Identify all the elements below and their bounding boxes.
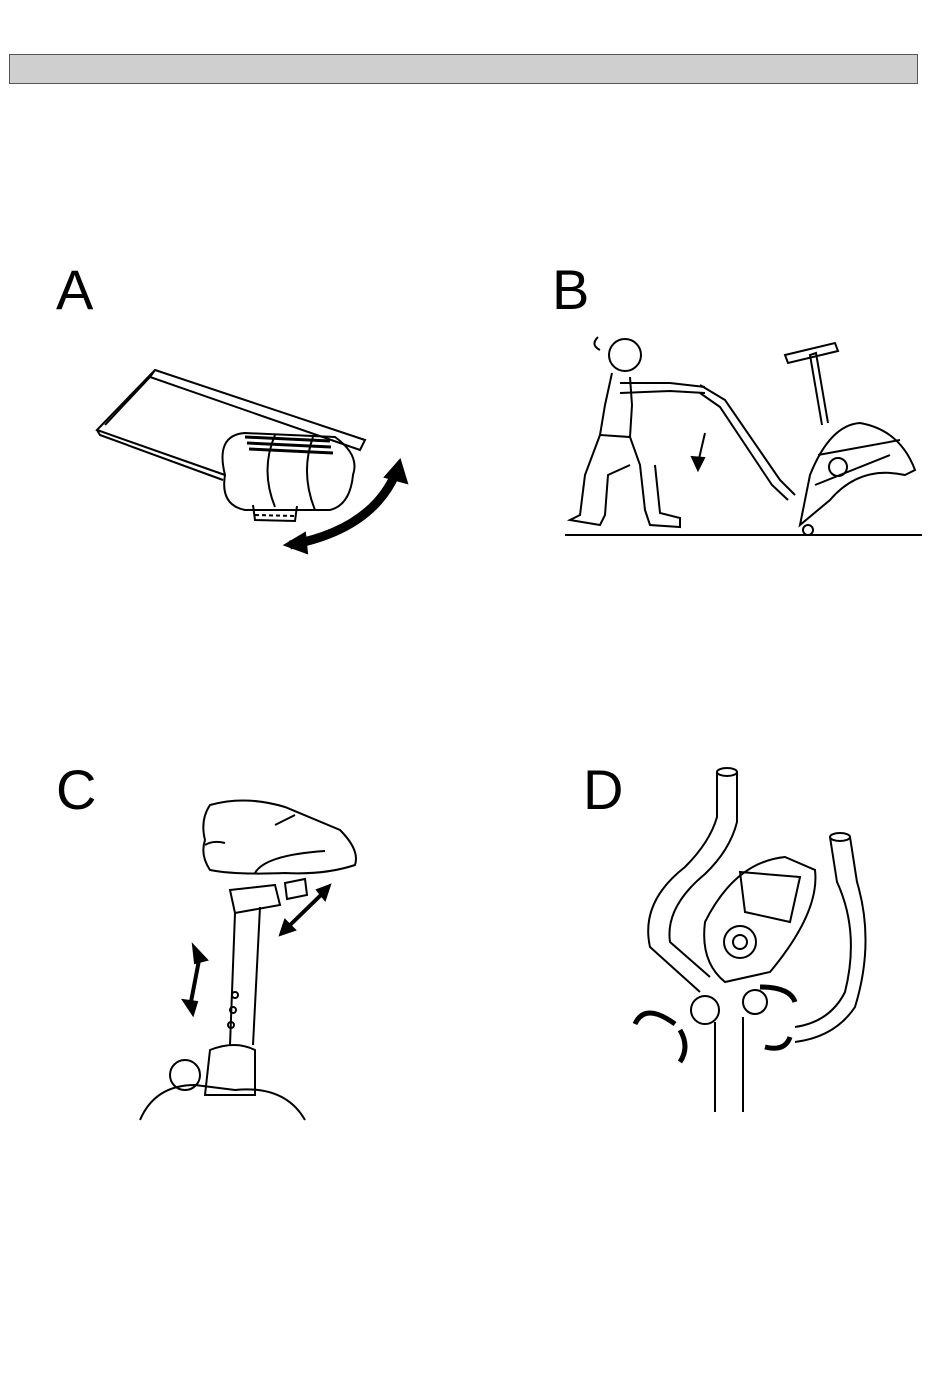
panel-letter-c: C <box>56 762 96 818</box>
moving-bike-icon <box>560 325 930 540</box>
panel-letter-d: D <box>583 762 623 818</box>
handlebar-adjustment-icon <box>625 762 870 1117</box>
stabilizer-leveling-knob-icon <box>95 365 415 555</box>
seat-adjustment-icon <box>135 795 365 1125</box>
header-bar <box>9 54 918 84</box>
panel-letter-a: A <box>56 262 93 318</box>
panel-letter-b: B <box>552 262 589 318</box>
